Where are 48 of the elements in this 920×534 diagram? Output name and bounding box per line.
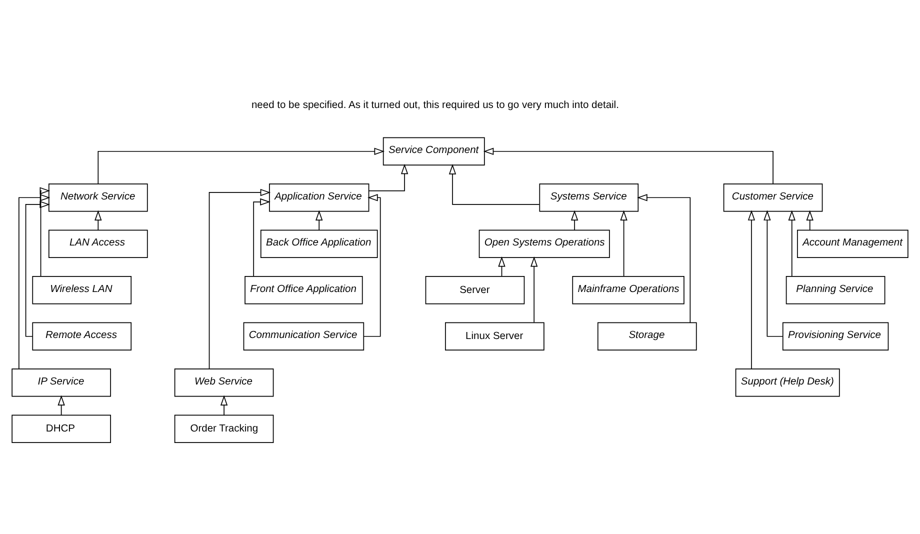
arrow [316, 210, 323, 230]
node-box: DHCP [12, 414, 111, 443]
node-box: Web Service [174, 368, 274, 397]
arrow [806, 210, 814, 230]
arrow [363, 194, 381, 337]
arrow [25, 200, 50, 337]
node-box: Systems Service [539, 184, 639, 212]
node-box: Communication Service [243, 322, 364, 350]
node-box: IP Service [12, 368, 111, 397]
node-box: Linux Server [445, 322, 544, 350]
arrow [637, 194, 691, 323]
arrow [764, 210, 784, 337]
arrow [748, 210, 756, 370]
node-box: Mainframe Operations [572, 276, 684, 304]
node-box: Front Office Application [244, 276, 363, 304]
node-box: Order Tracking [174, 414, 274, 443]
arrow [18, 194, 50, 370]
arrow [498, 256, 506, 277]
node-box: Application Service [269, 184, 370, 212]
node-box: Provisioning Service [782, 322, 889, 350]
arrow [253, 198, 270, 277]
arrow [40, 187, 50, 277]
node-box: Account Management [797, 230, 908, 258]
arrow [368, 164, 408, 192]
arrow [788, 210, 796, 276]
arrow [220, 395, 228, 416]
node-box: Storage [597, 322, 697, 350]
node-box: Planning Service [786, 276, 886, 304]
node-box: Wireless LAN [32, 276, 132, 304]
node-box: Network Service [48, 184, 148, 212]
node-box: Open Systems Operations [478, 230, 610, 258]
arrow [98, 148, 385, 184]
node-box: Customer Service [723, 184, 823, 212]
arrow [58, 395, 65, 416]
arrow [483, 148, 774, 184]
node-box: Service Component [382, 137, 485, 166]
arrow [530, 256, 538, 323]
node-box: Back Office Application [260, 230, 378, 258]
arrow [448, 164, 540, 205]
arrow [570, 210, 578, 230]
node-box: Server [425, 276, 525, 304]
arrow [620, 210, 628, 276]
label: need to be specified. As it turned out, this required us to go very much into detail. [251, 100, 619, 111]
node-box: LAN Access [48, 230, 148, 258]
node-box: Support (Help Desk) [735, 368, 840, 397]
node-box: Remote Access [32, 322, 132, 350]
arrow [94, 210, 102, 230]
arrow [208, 188, 271, 370]
